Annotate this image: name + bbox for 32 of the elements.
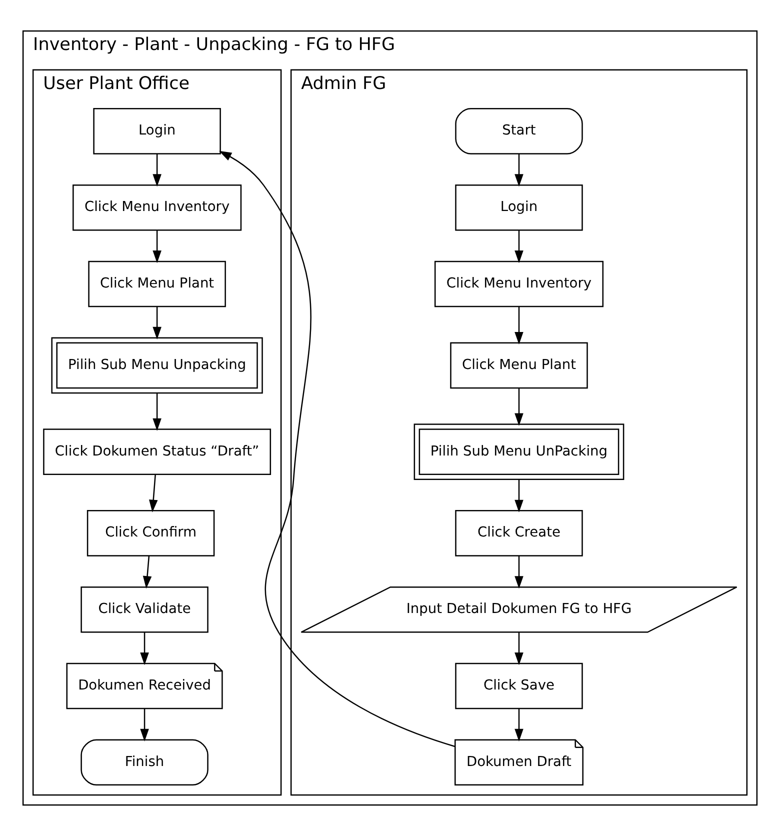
node-box: Pilih Sub Menu UnPacking xyxy=(414,423,624,480)
node-box: Click Save xyxy=(455,662,583,709)
arrow xyxy=(514,153,524,186)
arrow xyxy=(514,388,524,426)
arrow xyxy=(152,392,162,430)
node-box: Click Menu Inventory xyxy=(434,260,604,307)
arrow xyxy=(140,632,149,665)
arrow xyxy=(142,555,152,588)
arrow xyxy=(140,708,149,741)
node-box: Pilih Sub Menu Unpacking xyxy=(51,336,263,394)
arrow xyxy=(152,153,162,186)
arrow xyxy=(152,230,162,263)
node-box: Click Create xyxy=(455,510,583,556)
arrow xyxy=(514,632,524,665)
arrow xyxy=(514,708,524,741)
node-box: Click Menu Inventory xyxy=(72,184,242,230)
node-box: Login xyxy=(93,108,221,154)
node-box: Finish xyxy=(80,738,208,786)
node-box: Click Menu Plant xyxy=(450,342,588,388)
arrow xyxy=(514,306,524,344)
node-box: Login xyxy=(455,184,583,230)
arrow xyxy=(514,555,524,588)
node-box: Click Validate xyxy=(80,586,208,632)
arrow xyxy=(152,306,162,339)
node-box: Click Dokumen Status “Draft” xyxy=(43,428,272,474)
node-box: Start xyxy=(455,108,583,154)
node-box: Click Menu Plant xyxy=(88,260,226,307)
node-box: Click Confirm xyxy=(86,510,215,556)
arrow xyxy=(148,474,158,512)
arrow xyxy=(219,150,456,747)
arrow xyxy=(514,479,524,512)
arrow xyxy=(514,230,524,263)
